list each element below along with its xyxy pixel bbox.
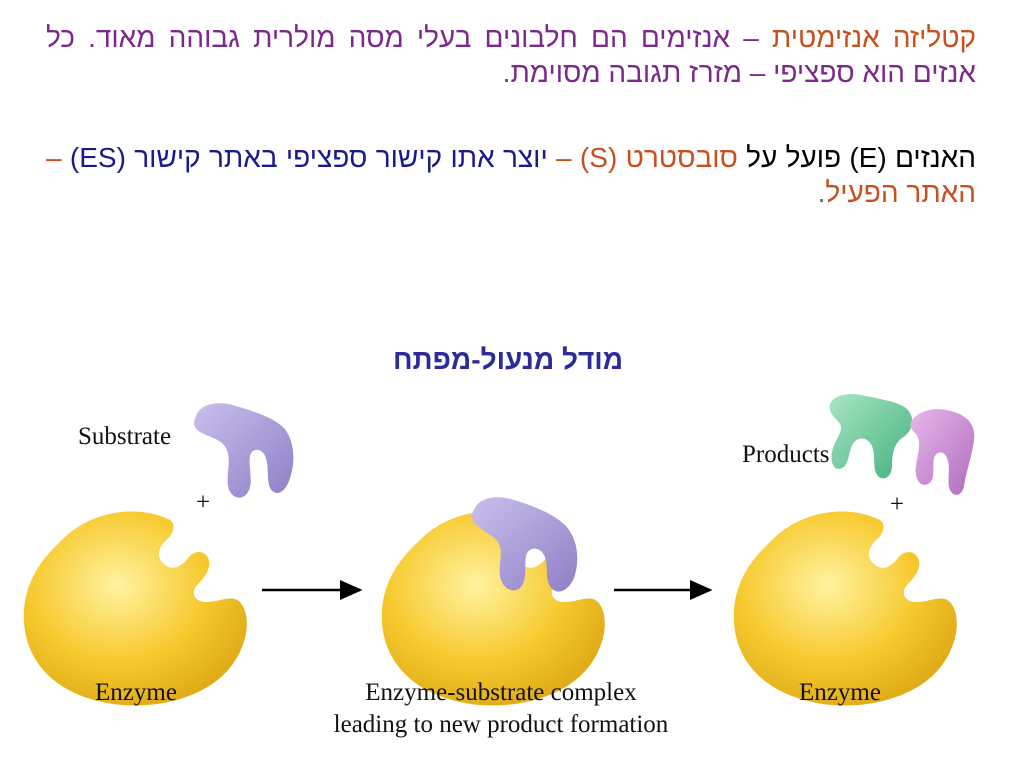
complex-label-line2: leading to new product formation [334,711,669,738]
enzyme-left [23,511,247,706]
bound-substrate [471,497,578,592]
enzyme-right [733,511,957,706]
enzyme-label-left: Enzyme [95,679,177,706]
mechanism-text-1: האנזים (E) פועל על [737,142,976,173]
intro-paragraph: קטליזה אנזימטית – אנזימים הם חלבונים בעל… [46,20,976,90]
mechanism-period: . [817,177,826,208]
product-pink [910,409,975,495]
enzyme-label-right: Enzyme [799,679,881,706]
diagram-title: מודל מנעול-מפתח [392,344,624,375]
mechanism-text-2: יוצר אתו קישור ספציפי באתר קישור (ES) [61,142,557,173]
term-enzymatic-catalysis: קטליזה אנזימטית [771,22,976,53]
plus-sign-right: + [890,491,904,518]
plus-sign-left: + [196,489,210,516]
active-site-term: – האתר הפעיל [46,142,976,208]
term-dash: – [730,22,772,53]
intro-text: אנזימים הם חלבונים בעלי מסה מולרית גבוהה… [46,22,976,88]
substrate-molecule [194,403,294,498]
lock-and-key-figure: Substrate + Products + Enzyme Enzyme-sub… [23,394,975,738]
product-green [829,394,913,479]
substrate-term: סובסטרט (S) – [556,142,738,173]
substrate-label: Substrate [78,423,171,450]
complex-label-line1: Enzyme-substrate complex [365,679,637,706]
mechanism-paragraph: האנזים (E) פועל על סובסטרט (S) – יוצר את… [46,140,976,210]
products-label: Products [742,441,830,468]
